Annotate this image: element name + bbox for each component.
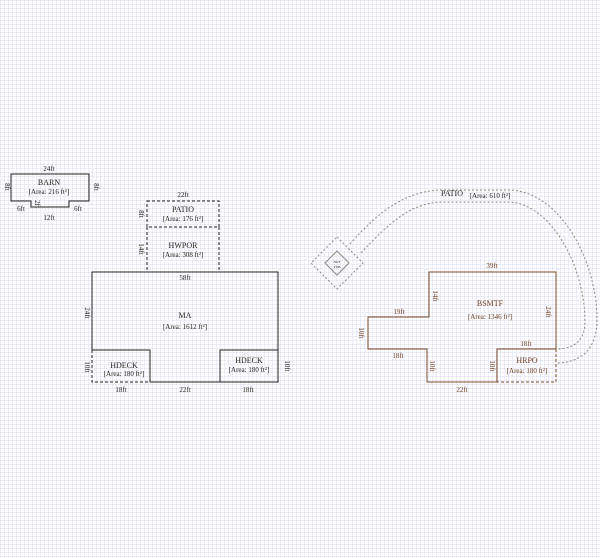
main-area[interactable]: 58ft MA [Area: 1612 ft²] 24ft 18ft 22ft … (83, 271, 279, 394)
barn-area[interactable]: 24ft BARN [Area: 216 ft²] 8ft 8ft 2ft 6f… (3, 165, 100, 222)
dim-label: 22ft (456, 386, 467, 394)
area-name: HRPO (516, 356, 538, 365)
dim-label: 8ft (3, 183, 11, 191)
dim-label: 39ft (486, 262, 497, 270)
dim-label: 6ft (74, 205, 82, 213)
area-size: [Area: 176 ft²] (163, 215, 204, 223)
area-size: [Area: 180 ft²] (229, 366, 270, 374)
dim-label: 10ft (488, 360, 496, 371)
dim-label: 22ft (177, 191, 188, 199)
dim-label: 24ft (43, 165, 54, 173)
area-name: MA (179, 311, 192, 320)
dim-label: 18ft (520, 340, 531, 348)
area-name: HWPOR (169, 241, 199, 250)
dim-label: 8ft (92, 183, 100, 191)
dim-label: 19ft (393, 308, 404, 316)
dim-label: 24ft (544, 306, 552, 317)
dim-label: 10ft (357, 327, 365, 338)
dim-label: 18ft (392, 352, 403, 360)
hrpo-area[interactable]: 18ft 10ft HRPO [Area: 180 ft²] (488, 340, 557, 383)
hot-tub-label: HOT (333, 260, 341, 264)
dim-label: 14ft (137, 243, 145, 254)
hdeck-left-area[interactable]: HDECK [Area: 180 ft²] 10ft (83, 349, 151, 383)
area-name: HDECK (110, 361, 138, 370)
dim-label: 8ft (137, 210, 145, 218)
hot-tub[interactable]: HOT TUB (310, 236, 364, 290)
area-size: [Area: 308 ft²] (163, 251, 204, 259)
area-size: [Area: 180 ft²] (507, 367, 548, 375)
dim-label: 12ft (43, 214, 54, 222)
curved-patio-area[interactable]: PATIO [Area: 610 ft²] (349, 189, 598, 364)
area-name: PATIO (441, 189, 463, 198)
area-size: [Area: 610 ft²] (470, 192, 511, 200)
dim-label: 10ft (283, 360, 291, 371)
hot-tub-label: TUB (334, 265, 342, 269)
dim-label: 6ft (17, 205, 25, 213)
area-size: [Area: 1612 ft²] (163, 323, 207, 331)
area-size: [Area: 216 ft²] (29, 188, 70, 196)
area-name: HDECK (235, 356, 263, 365)
dim-label: 18ft (242, 386, 253, 394)
dim-label: 24ft (83, 307, 91, 318)
area-name: BSMTF (477, 299, 504, 308)
bsmtf-area[interactable]: 39ft 14ft BSMTF [Area: 1346 ft²] 19ft 10… (357, 262, 557, 394)
dim-label: 10ft (83, 361, 91, 372)
dim-label: 2ft (33, 200, 41, 208)
dim-label: 14ft (431, 290, 439, 301)
patio-area[interactable]: 22ft PATIO [Area: 176 ft²] 8ft (137, 191, 220, 228)
area-size: [Area: 180 ft²] (104, 370, 145, 378)
area-size: [Area: 1346 ft²] (468, 313, 512, 321)
dim-label: 18ft (115, 386, 126, 394)
hwpor-area[interactable]: HWPOR [Area: 308 ft²] 14ft (137, 227, 220, 272)
hdeck-right-area[interactable]: HDECK [Area: 180 ft²] 10ft (219, 349, 291, 383)
area-name: PATIO (172, 205, 194, 214)
area-name: BARN (38, 178, 60, 187)
dim-label: 58ft (179, 274, 190, 282)
dim-label: 22ft (179, 386, 190, 394)
dim-label: 10ft (428, 360, 436, 371)
